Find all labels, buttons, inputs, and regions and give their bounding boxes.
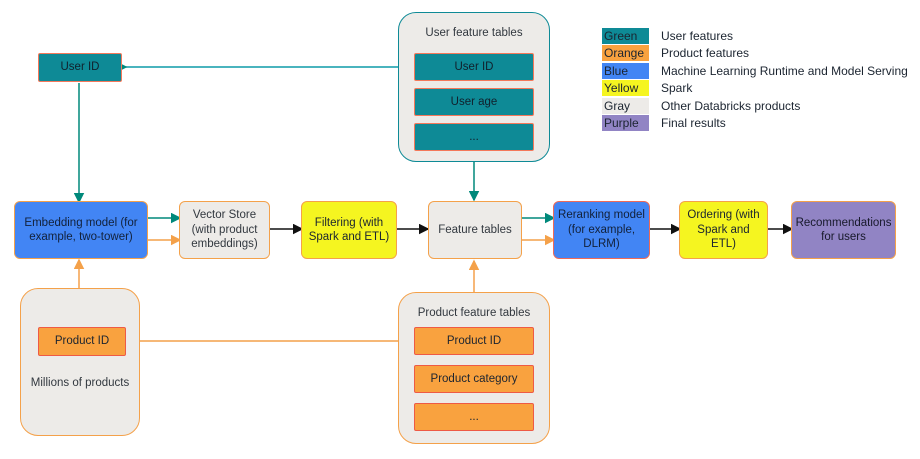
legend-row-blue: Blue Machine Learning Runtime and Model …	[602, 62, 908, 80]
user-feature-row-ellipsis[interactable]: ...	[414, 123, 534, 151]
user-feature-tables-title: User feature tables	[425, 27, 523, 39]
legend-swatch-purple: Purple	[602, 115, 649, 132]
node-embedding-model-label: Embedding model (for example, two-tower)	[24, 216, 138, 243]
product-feature-row-product-id[interactable]: Product ID	[414, 327, 534, 355]
product-feature-row-ellipsis[interactable]: ...	[414, 403, 534, 431]
legend-row-orange: Orange Product features	[602, 45, 908, 63]
node-product-id[interactable]: Product ID	[38, 327, 126, 356]
legend-row-green: Green User features	[602, 27, 908, 45]
node-feature-tables-label: Feature tables	[438, 223, 512, 236]
legend-desc-blue: Machine Learning Runtime and Model Servi…	[661, 63, 908, 78]
node-vector-store[interactable]: Vector Store (with product embeddings)	[179, 201, 270, 259]
node-filtering[interactable]: Filtering (with Spark and ETL)	[301, 201, 397, 259]
node-ordering[interactable]: Ordering (with Spark and ETL)	[679, 201, 768, 259]
product-feature-row-product-category-label: Product category	[430, 372, 518, 385]
user-feature-row-user-id[interactable]: User ID	[414, 53, 534, 81]
node-recommendations[interactable]: Recommendations for users	[791, 201, 896, 259]
legend-row-yellow: Yellow Spark	[602, 80, 908, 98]
millions-of-products-group	[20, 288, 140, 436]
legend-swatch-gray: Gray	[602, 97, 649, 114]
node-user-id[interactable]: User ID	[38, 53, 122, 82]
legend-swatch-orange: Orange	[602, 45, 649, 62]
node-feature-tables[interactable]: Feature tables	[428, 201, 522, 259]
legend-desc-yellow: Spark	[661, 81, 693, 96]
node-product-id-label: Product ID	[54, 335, 110, 348]
user-feature-row-user-age-label: User age	[450, 95, 498, 108]
node-recommendations-label: Recommendations for users	[795, 216, 892, 243]
legend: Green User features Orange Product featu…	[602, 27, 908, 132]
user-feature-row-ellipsis-label: ...	[469, 130, 479, 143]
product-feature-tables-title: Product feature tables	[417, 307, 531, 319]
legend-desc-purple: Final results	[661, 116, 726, 131]
legend-swatch-blue: Blue	[602, 62, 649, 79]
legend-row-gray: Gray Other Databricks products	[602, 97, 908, 115]
legend-desc-green: User features	[661, 28, 734, 43]
legend-swatch-green: Green	[602, 27, 649, 44]
node-filtering-label: Filtering (with Spark and ETL)	[308, 216, 390, 243]
user-feature-row-user-id-label: User ID	[454, 60, 494, 73]
node-reranking-model[interactable]: Reranking model (for example, DLRM)	[553, 201, 650, 259]
product-feature-row-product-category[interactable]: Product category	[414, 365, 534, 393]
millions-of-products-label: Millions of products	[30, 377, 130, 389]
legend-swatch-yellow: Yellow	[602, 80, 649, 97]
legend-row-purple: Purple Final results	[602, 115, 908, 133]
product-feature-row-ellipsis-label: ...	[469, 410, 479, 423]
node-vector-store-label: Vector Store (with product embeddings)	[191, 209, 258, 251]
node-user-id-label: User ID	[60, 61, 100, 74]
node-embedding-model[interactable]: Embedding model (for example, two-tower)	[14, 201, 148, 259]
legend-desc-gray: Other Databricks products	[661, 98, 801, 113]
node-reranking-model-label: Reranking model (for example, DLRM)	[558, 209, 645, 251]
legend-desc-orange: Product features	[661, 46, 750, 61]
user-feature-row-user-age[interactable]: User age	[414, 88, 534, 116]
node-ordering-label: Ordering (with Spark and ETL)	[687, 209, 760, 251]
product-feature-row-product-id-label: Product ID	[446, 334, 502, 347]
